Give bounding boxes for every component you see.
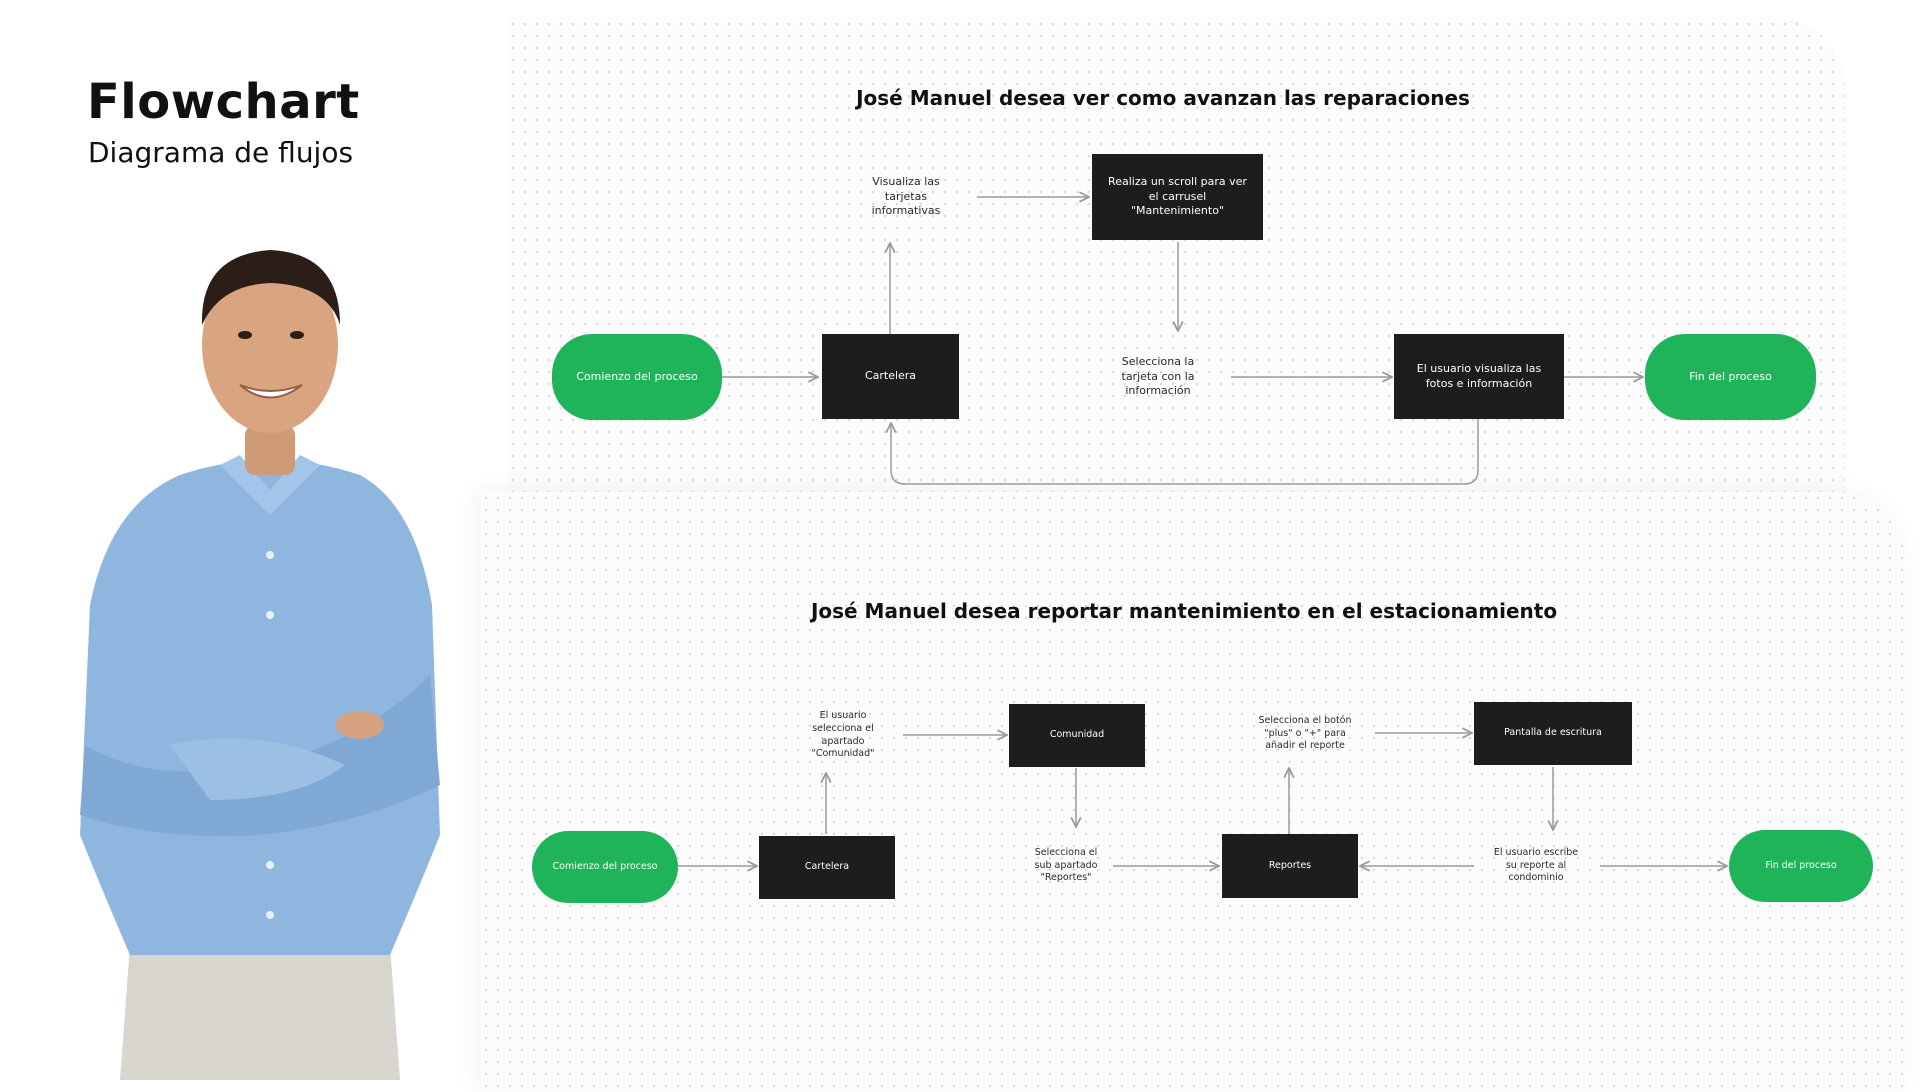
- flow2-comunidad-process: Comunidad: [1009, 704, 1145, 767]
- node-label: Pantalla de escritura: [1504, 727, 1602, 739]
- node-label: Realiza un scroll para ver el carrusel "…: [1108, 174, 1247, 218]
- flowchart-panel-2: [480, 492, 1905, 1092]
- flow1-end-terminal: Fin del proceso: [1645, 334, 1816, 420]
- connector: [891, 419, 1479, 485]
- node-label: Selecciona la tarjeta con la información: [1121, 354, 1195, 398]
- flow1-selecciona-io: Selecciona la tarjeta con la información: [1088, 334, 1228, 420]
- node-label: Comienzo del proceso: [576, 369, 698, 383]
- node-label: Cartelera: [864, 369, 917, 383]
- node-label: Selecciona el botón "plus" o "+" para añ…: [1258, 714, 1352, 752]
- flow2-title: José Manuel desea reportar mantenimiento…: [810, 599, 1558, 623]
- flow2-end-terminal: Fin del proceso: [1729, 830, 1873, 902]
- node-label: Fin del proceso: [1689, 369, 1772, 383]
- node-label: Comienzo del proceso: [552, 860, 658, 872]
- flow2-apartado-io: El usuario selecciona el apartado "Comun…: [784, 700, 902, 771]
- flow1-title: José Manuel desea ver como avanzan las r…: [856, 86, 1470, 110]
- node-label: Comunidad: [1049, 729, 1105, 741]
- flow2-start-terminal: Comienzo del proceso: [532, 831, 678, 903]
- flow2-escribe-io: El usuario escribe su reporte al condomi…: [1472, 832, 1600, 900]
- flow2-pantalla-process: Pantalla de escritura: [1474, 702, 1632, 765]
- flow1-cartelera-process: Cartelera: [822, 334, 959, 419]
- node-label: Cartelera: [804, 861, 850, 873]
- flow2-cartelera-process: Cartelera: [759, 836, 895, 899]
- person-photo: [80, 250, 440, 1080]
- flow1-start-terminal: Comienzo del proceso: [552, 334, 722, 420]
- node-label: Selecciona el sub apartado "Reportes": [1034, 846, 1098, 884]
- flow1-usuario-process: El usuario visualiza las fotos e informa…: [1394, 334, 1564, 419]
- flow1-visualiza-io: Visualiza las tarjetas informativas: [837, 154, 975, 240]
- node-label: Fin del proceso: [1765, 859, 1837, 871]
- flowchart-panel-1: [507, 18, 1845, 498]
- flow2-subapartado-io: Selecciona el sub apartado "Reportes": [1007, 831, 1125, 901]
- node-label: El usuario visualiza las fotos e informa…: [1416, 361, 1542, 390]
- flow2-boton-plus-io: Selecciona el botón "plus" o "+" para añ…: [1238, 701, 1372, 767]
- node-label: Reportes: [1268, 859, 1312, 871]
- node-label: El usuario selecciona el apartado "Comun…: [811, 709, 875, 760]
- node-label: El usuario escribe su reporte al condomi…: [1493, 846, 1579, 884]
- node-label: Visualiza las tarjetas informativas: [871, 174, 941, 218]
- page-subtitle: Diagrama de flujos: [88, 136, 354, 169]
- page-title: Flowchart: [87, 74, 360, 130]
- flow2-reportes-process: Reportes: [1222, 834, 1358, 898]
- flow1-scroll-process: Realiza un scroll para ver el carrusel "…: [1092, 154, 1263, 240]
